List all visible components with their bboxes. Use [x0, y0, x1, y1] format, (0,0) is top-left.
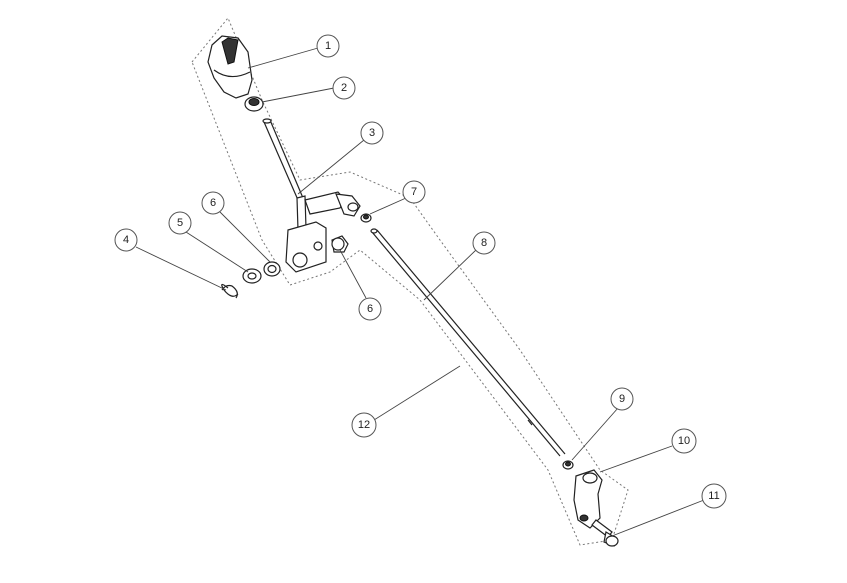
callout-label-7: 7 — [411, 186, 417, 198]
rod-nut-upper — [360, 213, 372, 223]
pivot-clamp — [573, 469, 603, 529]
callout-4: 4 — [114, 228, 138, 252]
leader-2 — [261, 87, 335, 103]
callout-label-9: 9 — [619, 393, 625, 405]
callout-6-left: 6 — [201, 191, 225, 215]
leader-8 — [423, 249, 477, 301]
bushing-right — [331, 235, 349, 253]
shift-lever — [262, 118, 361, 273]
callout-7: 7 — [402, 180, 426, 204]
callout-8: 8 — [472, 231, 496, 255]
callout-label-10: 10 — [678, 435, 690, 447]
bushing-left — [263, 261, 281, 277]
leader-12 — [373, 365, 461, 421]
callout-12: 12 — [351, 412, 377, 438]
callout-label-12: 12 — [358, 419, 370, 431]
circlip — [221, 283, 239, 297]
callout-label-3: 3 — [369, 127, 375, 139]
leader-11 — [611, 499, 705, 537]
callout-label-5: 5 — [177, 217, 183, 229]
callout-9: 9 — [610, 387, 634, 411]
leader-4 — [135, 246, 227, 291]
callout-label-8: 8 — [481, 237, 487, 249]
leader-6a — [219, 211, 271, 263]
leader-5 — [185, 231, 249, 273]
callout-5: 5 — [168, 211, 192, 235]
callout-label-6-right: 6 — [367, 303, 373, 315]
callout-6-right: 6 — [358, 297, 382, 321]
leader-6b — [339, 249, 367, 299]
callout-label-1: 1 — [325, 40, 331, 52]
linkage-rod — [370, 228, 566, 457]
callout-label-4: 4 — [123, 234, 129, 246]
leader-10 — [599, 445, 673, 473]
leader-3 — [297, 139, 365, 195]
callout-label-2: 2 — [341, 82, 347, 94]
rod-nut-lower — [562, 460, 574, 470]
callout-label-6-left: 6 — [210, 197, 216, 209]
leader-9 — [571, 407, 619, 461]
leader-7 — [369, 197, 407, 215]
callout-11: 11 — [701, 483, 727, 509]
washer — [242, 268, 262, 284]
callout-label-11: 11 — [708, 490, 719, 502]
callout-3: 3 — [360, 121, 384, 145]
knob-nut — [244, 96, 264, 112]
shift-knob — [207, 35, 253, 99]
callout-1: 1 — [316, 34, 340, 58]
assembly-boundary — [191, 17, 629, 546]
callout-10: 10 — [671, 428, 697, 454]
callout-2: 2 — [332, 76, 356, 100]
leader-1 — [247, 47, 319, 69]
flange-bolt — [591, 519, 619, 547]
